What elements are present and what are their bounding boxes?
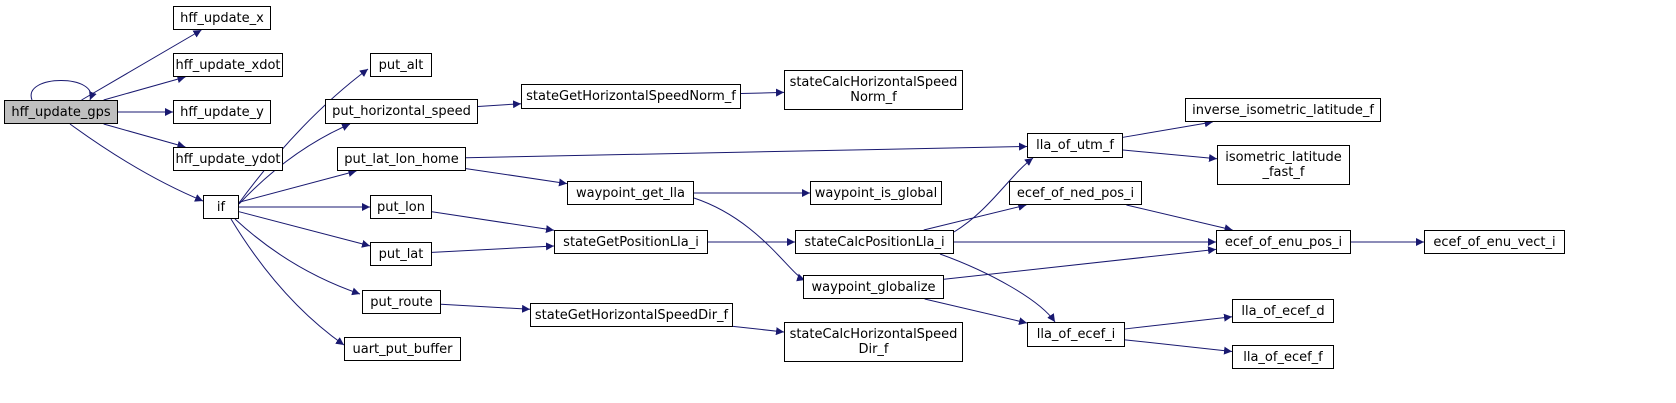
node-ecef_of_enu_vect_i[interactable]: ecef_of_enu_vect_i [1424,230,1565,254]
node-isometric_latitude_fast_f[interactable]: isometric_latitude _fast_f [1217,145,1350,185]
node-stateCalcHorizontalSpeedDir_f[interactable]: stateCalcHorizontalSpeed Dir_f [784,322,963,362]
edge-lla_of_ecef_i-to-lla_of_ecef_f [1124,339,1233,355]
node-stateGetHorizontalSpeedDir_f[interactable]: stateGetHorizontalSpeedDir_f [530,303,733,327]
edge-layer [30,29,1424,355]
node-put_route[interactable]: put_route [362,290,441,314]
node-hff_update_x[interactable]: hff_update_x [173,6,271,30]
edge-hff_update_gps-to-if [69,123,204,202]
node-ecef_of_enu_pos_i[interactable]: ecef_of_enu_pos_i [1216,230,1351,254]
node-put_lat[interactable]: put_lat [370,242,432,266]
edge-hff_update_gps-to-hff_update_x [81,29,202,101]
node-waypoint_get_lla[interactable]: waypoint_get_lla [567,181,694,205]
edge-if-to-put_horizontal_speed [238,123,351,205]
edge-put_lat_lon_home-to-waypoint_get_lla [465,168,568,187]
edge-stateCalcPositionLla_i-to-lla_of_utm_f [953,157,1034,233]
node-hff_update_ydot[interactable]: hff_update_ydot [173,147,283,171]
node-lla_of_ecef_i[interactable]: lla_of_ecef_i [1027,322,1125,347]
node-put_lon[interactable]: put_lon [370,195,432,219]
node-inverse_isometric_latitude_f[interactable]: inverse_isometric_latitude_f [1185,98,1381,122]
node-stateGetPositionLla_i[interactable]: stateGetPositionLla_i [554,230,708,254]
edge-lla_of_ecef_i-to-lla_of_ecef_d [1124,313,1233,330]
edge-stateGetHorizontalSpeedNorm_f-to-stateCalcHorizontalSpeedNorm_f [740,88,785,97]
edge-hff_update_gps-to-hff_update_ydot [103,123,186,149]
edge-lla_of_utm_f-to-inverse_isometric_latitude_f [1122,119,1213,138]
node-hff_update_y[interactable]: hff_update_y [173,100,271,124]
node-ecef_of_ned_pos_i[interactable]: ecef_of_ned_pos_i [1009,181,1142,205]
node-hff_update_gps[interactable]: hff_update_gps [4,100,118,124]
edge-stateCalcPositionLla_i-to-ecef_of_ned_pos_i [923,203,1027,231]
edge-waypoint_globalize-to-lla_of_ecef_i [924,298,1028,326]
edge-waypoint_globalize-to-ecef_of_enu_pos_i [943,246,1217,280]
node-put_alt[interactable]: put_alt [370,53,432,77]
node-waypoint_globalize[interactable]: waypoint_globalize [803,275,944,299]
edge-hff_update_gps-to-hff_update_xdot [103,75,186,101]
node-hff_update_xdot[interactable]: hff_update_xdot [173,53,283,77]
edge-put_lat_lon_home-to-lla_of_utm_f [465,142,1028,159]
node-stateGetHorizontalSpeedNorm_f[interactable]: stateGetHorizontalSpeedNorm_f [521,84,741,109]
edge-if-to-uart_put_buffer [230,218,345,346]
edge-if-to-put_route [234,218,361,296]
node-stateCalcPositionLla_i[interactable]: stateCalcPositionLla_i [795,230,954,254]
edge-if-to-put_lat_lon_home [238,169,357,203]
edge-stateGetHorizontalSpeedDir_f-to-stateCalcHorizontalSpeedDir_f [732,325,785,336]
edge-lla_of_utm_f-to-isometric_latitude_fast_f [1122,149,1218,163]
edge-hff_update_gps-to-hff_update_gps [30,80,97,101]
node-stateCalcHorizontalSpeedNorm_f[interactable]: stateCalcHorizontalSpeed Norm_f [784,70,963,110]
edge-put_route-to-stateGetHorizontalSpeedDir_f [440,303,531,313]
node-lla_of_utm_f[interactable]: lla_of_utm_f [1027,133,1123,158]
edge-put_lat-to-stateGetPositionLla_i [431,242,555,253]
node-waypoint_is_global[interactable]: waypoint_is_global [810,181,942,205]
node-uart_put_buffer[interactable]: uart_put_buffer [344,337,461,361]
node-if[interactable]: if [203,195,239,219]
edge-put_horizontal_speed-to-stateGetHorizontalSpeedNorm_f [477,100,522,109]
edge-stateCalcPositionLla_i-to-lla_of_ecef_i [939,253,1056,323]
edge-if-to-put_lat [238,211,371,248]
node-lla_of_ecef_f[interactable]: lla_of_ecef_f [1232,345,1334,369]
edge-if-to-put_alt [238,68,369,204]
edge-ecef_of_ned_pos_i-to-ecef_of_enu_pos_i [1126,204,1233,233]
node-lla_of_ecef_d[interactable]: lla_of_ecef_d [1232,299,1334,323]
node-put_lat_lon_home[interactable]: put_lat_lon_home [337,147,466,171]
node-put_horizontal_speed[interactable]: put_horizontal_speed [325,99,478,124]
edge-waypoint_get_lla-to-waypoint_globalize [693,197,806,282]
edge-put_lon-to-stateGetPositionLla_i [431,211,555,234]
